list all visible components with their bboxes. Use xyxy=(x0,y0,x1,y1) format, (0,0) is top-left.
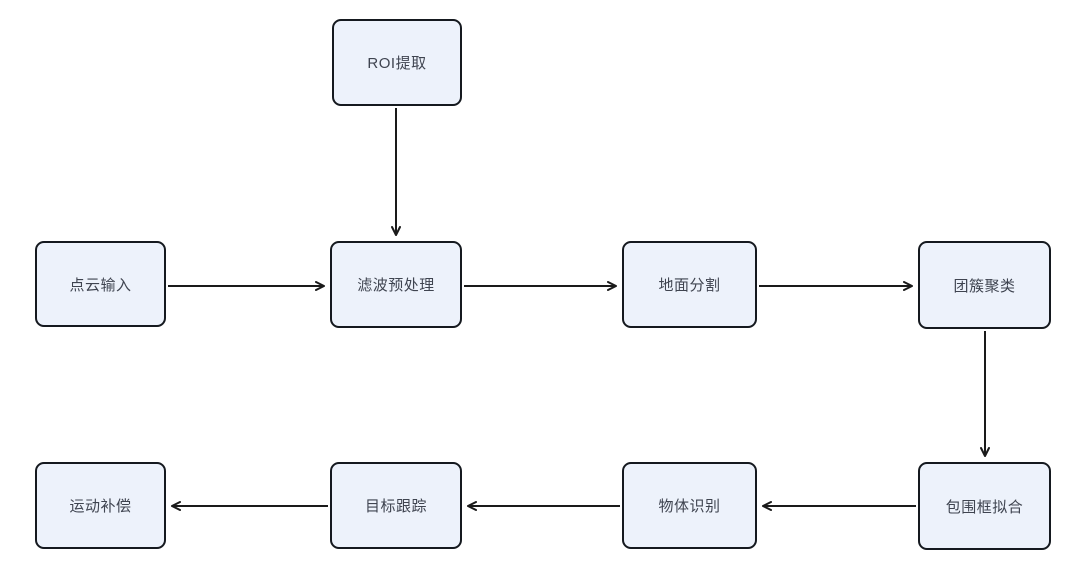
node-bounding-box-fitting: 包围框拟合 xyxy=(918,462,1051,550)
node-motion-compensation: 运动补偿 xyxy=(35,462,166,549)
node-target-tracking: 目标跟踪 xyxy=(330,462,462,549)
node-label: 物体识别 xyxy=(658,498,721,515)
node-object-recognition: 物体识别 xyxy=(622,462,757,549)
node-label: 包围框拟合 xyxy=(945,498,1024,516)
node-cluster-clustering: 团簇聚类 xyxy=(918,241,1051,329)
node-filter-preprocessing: 滤波预处理 xyxy=(330,241,462,328)
node-label: 运动补偿 xyxy=(69,498,132,515)
node-label: 团簇聚类 xyxy=(953,277,1016,295)
node-label: 点云输入 xyxy=(69,276,132,294)
node-label: 目标跟踪 xyxy=(364,498,427,515)
node-label: 地面分割 xyxy=(658,277,721,294)
node-roi-extraction: ROI提取 xyxy=(332,19,462,106)
node-label: ROI提取 xyxy=(367,55,427,72)
node-ground-segmentation: 地面分割 xyxy=(622,241,757,328)
node-label: 滤波预处理 xyxy=(357,277,435,294)
node-point-cloud-input: 点云输入 xyxy=(35,241,166,327)
